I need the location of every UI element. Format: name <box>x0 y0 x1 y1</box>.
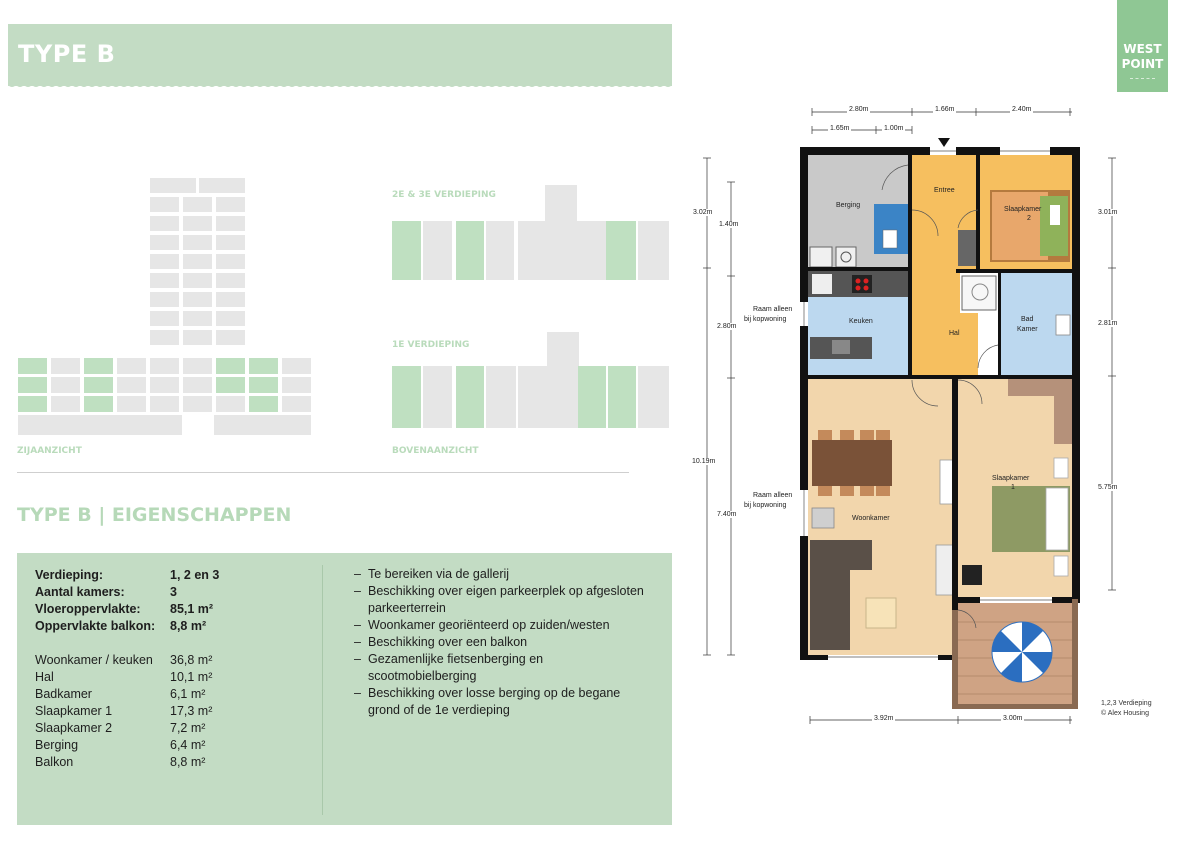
top-view-floor-1 <box>392 332 669 428</box>
room-label: Badkamer <box>35 687 92 701</box>
bullet-dash: – <box>354 686 361 700</box>
feature-text: Beschikking over losse berging op de beg… <box>368 686 621 717</box>
room-label-slaapkamer-2: Slaapkamer <box>1004 206 1042 213</box>
dim-label: 3.00m <box>1001 715 1025 722</box>
dim-label: 10.19m <box>692 458 716 465</box>
dim-label: 1.65m <box>828 125 852 132</box>
room-label-badkamer: Bad <box>1021 316 1034 323</box>
dim-label: 3.92m <box>872 715 896 722</box>
side-view-label: ZIJAANZICHT <box>17 446 82 456</box>
header-banner <box>8 24 672 87</box>
bullet-dash: – <box>354 652 361 666</box>
dim-label: 3.02m <box>693 209 713 216</box>
floor-2-3-label: 2E & 3E VERDIEPING <box>392 190 496 200</box>
prop-label: Vloeroppervlakte: <box>35 602 141 616</box>
room-label: Slaapkamer 2 <box>35 721 113 735</box>
room-value: 10,1 m² <box>170 670 213 684</box>
window-note: Raam alleen <box>753 306 793 313</box>
room-label-berging: Berging <box>836 202 861 209</box>
room-value: 6,1 m² <box>170 687 206 701</box>
prop-value: 85,1 m² <box>170 602 214 616</box>
bullet-dash: – <box>354 567 361 581</box>
room-label-woonkamer: Woonkamer <box>852 515 890 522</box>
feature-text: Beschikking over eigen parkeerplek op af… <box>368 584 644 615</box>
room-label-slaapkamer-2-number: 2 <box>1027 215 1031 222</box>
dim-label: 1.40m <box>719 221 739 228</box>
dim-label: 3.01m <box>1098 209 1118 216</box>
prop-value: 3 <box>170 585 177 599</box>
room-label-slaapkamer-1: Slaapkamer <box>992 475 1030 482</box>
room-value: 36,8 m² <box>170 653 213 667</box>
room-label-badkamer-2: Kamer <box>1017 326 1038 333</box>
window-note: Raam alleen <box>753 492 793 499</box>
prop-value: 8,8 m² <box>170 619 207 633</box>
bullet-dash: – <box>354 618 361 632</box>
feature-text: Woonkamer georiënteerd op zuiden/westen <box>368 618 610 632</box>
properties-title: TYPE B | EIGENSCHAPPEN <box>17 504 292 526</box>
room-value: 7,2 m² <box>170 721 206 735</box>
side-elevation-drawing <box>18 178 311 435</box>
properties-separator <box>322 565 323 815</box>
room-label-hal: Hal <box>949 330 960 337</box>
room-value: 17,3 m² <box>170 704 213 718</box>
page-title: TYPE B <box>18 40 116 68</box>
window-note: bij kopwoning <box>744 502 787 509</box>
room-value: 8,8 m² <box>170 755 206 769</box>
section-divider <box>17 472 629 473</box>
logo-line-1: WEST <box>1123 42 1162 56</box>
dim-label: 2.80m <box>847 106 871 113</box>
room-label: Slaapkamer 1 <box>35 704 113 718</box>
feature-item: –Beschikking over een balkon <box>354 634 654 651</box>
feature-item: –Te bereiken via de gallerij <box>354 566 654 583</box>
prop-label: Oppervlakte balkon: <box>35 619 156 633</box>
room-label: Woonkamer / keuken <box>35 653 153 667</box>
room-label-keuken: Keuken <box>849 318 873 325</box>
dim-label: 1.66m <box>933 106 957 113</box>
top-view-floor-2-3 <box>392 185 669 280</box>
dim-label: 2.40m <box>1010 106 1034 113</box>
logo-line-2: POINT <box>1121 57 1164 71</box>
feature-list: –Te bereiken via de gallerij –Beschikkin… <box>354 566 654 719</box>
prop-value: 1, 2 en 3 <box>170 568 220 582</box>
dim-label: 2.80m <box>717 323 737 330</box>
prop-label: Verdieping: <box>35 568 104 582</box>
plan-credit: 1,2,3 Verdieping © Alex Housing <box>1101 699 1152 719</box>
feature-text: Gezamenlijke fietsenberging en scootmobi… <box>368 652 544 683</box>
prop-label: Aantal kamers: <box>35 585 125 599</box>
feature-item: –Beschikking over eigen parkeerplek op a… <box>354 583 654 617</box>
dim-label: 1.00m <box>882 125 906 132</box>
top-view-label: BOVENAANZICHT <box>392 446 479 456</box>
bullet-dash: – <box>354 635 361 649</box>
feature-item: –Gezamenlijke fietsenberging en scootmob… <box>354 651 654 685</box>
room-value: 6,4 m² <box>170 738 206 752</box>
dim-label: 7.40m <box>717 511 737 518</box>
floor-1-label: 1E VERDIEPING <box>392 340 470 350</box>
feature-text: Te bereiken via de gallerij <box>368 567 510 581</box>
west-point-logo: WEST POINT <box>1117 0 1168 92</box>
feature-item: –Woonkamer georiënteerd op zuiden/westen <box>354 617 654 634</box>
feature-text: Beschikking over een balkon <box>368 635 528 649</box>
room-label-entree: Entree <box>934 187 955 194</box>
room-label-slaapkamer-1-number: 1 <box>1011 484 1015 491</box>
room-label: Berging <box>35 738 79 752</box>
feature-item: –Beschikking over losse berging op de be… <box>354 685 654 719</box>
dim-label: 5.75m <box>1098 484 1118 491</box>
logo-dash <box>1130 78 1155 79</box>
plan-credit-copyright: © Alex Housing <box>1101 710 1149 717</box>
bullet-dash: – <box>354 584 361 598</box>
room-label: Hal <box>35 670 54 684</box>
room-label: Balkon <box>35 755 74 769</box>
window-note: bij kopwoning <box>744 316 787 323</box>
properties-panel <box>17 553 672 825</box>
dim-label: 2.81m <box>1098 320 1118 327</box>
banner-wave-edge <box>8 82 672 87</box>
plan-credit-floor: 1,2,3 Verdieping <box>1101 700 1152 707</box>
